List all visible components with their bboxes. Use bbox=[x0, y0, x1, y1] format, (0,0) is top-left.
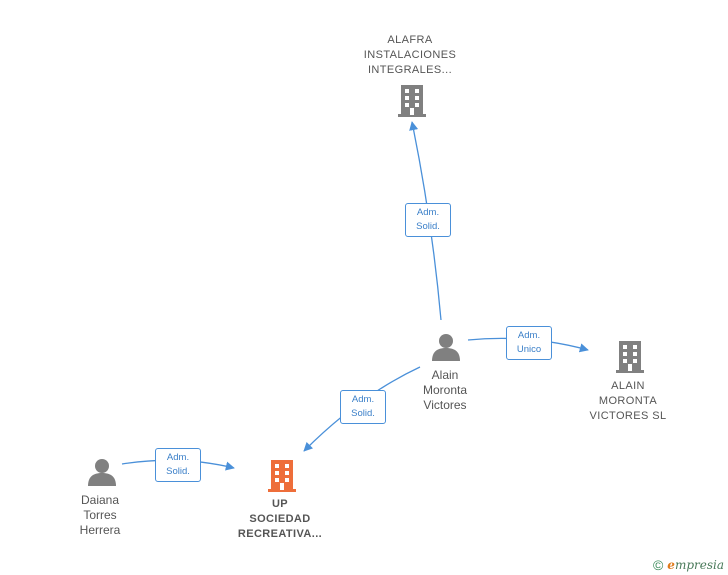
person-icon[interactable] bbox=[88, 459, 116, 486]
brand-initial: e bbox=[667, 558, 675, 572]
edge-label-alain-alain-sl: Adm. Unico bbox=[506, 326, 552, 360]
brand-name: mpresia bbox=[674, 558, 724, 572]
node-label-alain[interactable]: Alain Moronta Victores bbox=[422, 368, 468, 412]
edge-label-daiana-up: Adm. Solid. bbox=[155, 448, 201, 482]
brand-footer: © empresia bbox=[653, 557, 724, 573]
node-label-alafra[interactable]: ALAFRA INSTALACIONES INTEGRALES... bbox=[363, 34, 457, 76]
building-icon[interactable] bbox=[616, 341, 644, 373]
copyright-icon: © bbox=[652, 557, 664, 573]
node-label-daiana[interactable]: Daiana Torres Herrera bbox=[79, 493, 121, 537]
building-icon-focus[interactable] bbox=[268, 460, 296, 492]
edge-label-alain-up: Adm. Solid. bbox=[340, 390, 386, 424]
brand-logo[interactable]: empresia bbox=[667, 558, 724, 572]
edge-label-alain-alafra: Adm. Solid. bbox=[405, 203, 451, 237]
node-label-alain-sl[interactable]: ALAIN MORONTA VICTORES SL bbox=[589, 380, 667, 422]
node-label-up[interactable]: UP SOCIEDAD RECREATIVA... bbox=[237, 498, 323, 540]
building-icon[interactable] bbox=[398, 85, 426, 117]
person-icon[interactable] bbox=[432, 334, 460, 361]
